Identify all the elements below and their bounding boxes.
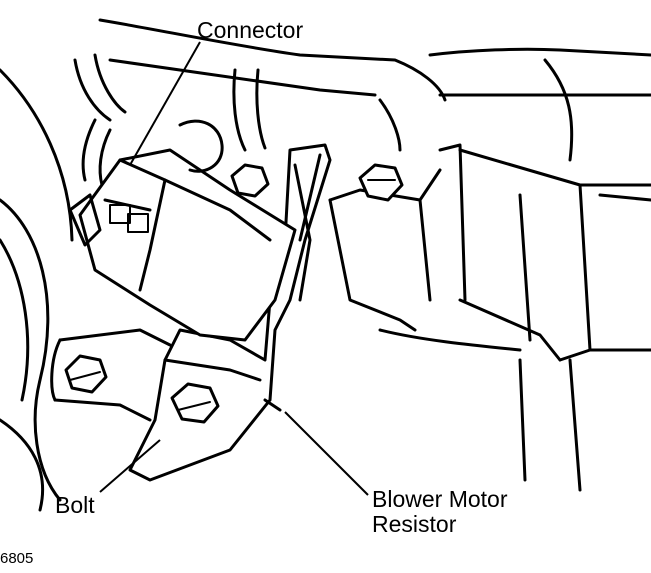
figure-number: 6805 [0, 550, 34, 567]
left-bolt [64, 354, 108, 394]
right-housing [328, 143, 651, 492]
resistor-label-line1: Blower Motor [372, 486, 508, 512]
bolt-label: Bolt [55, 492, 95, 518]
leader-lines [99, 41, 369, 496]
connector-label: Connector [197, 17, 304, 43]
wires [73, 53, 267, 187]
resistor-label-line2: Resistor [372, 511, 457, 537]
connector-body [68, 119, 297, 342]
upper-right-bolt [358, 163, 404, 202]
lower-bolt [170, 382, 220, 424]
lower-left-bracket [50, 328, 172, 422]
upper-housing [98, 18, 651, 162]
left-housing [0, 68, 74, 512]
